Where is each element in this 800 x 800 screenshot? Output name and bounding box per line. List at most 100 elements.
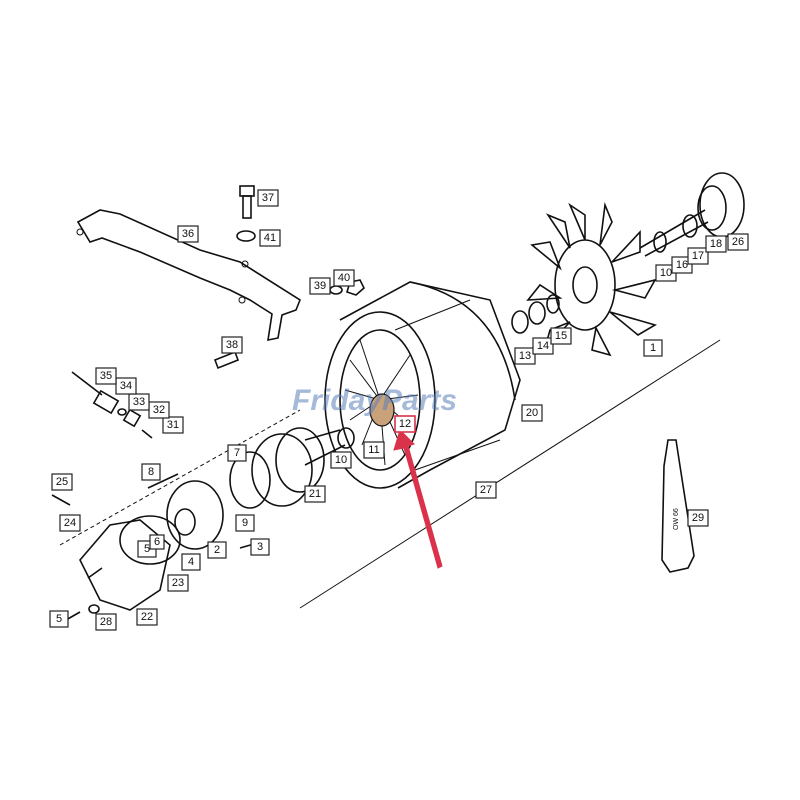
svg-text:18: 18	[710, 238, 722, 250]
callout-label: 21	[304, 485, 326, 503]
bolt-38	[213, 350, 240, 370]
sealant-tube: OW 66	[661, 439, 695, 573]
ring-15	[546, 294, 560, 314]
callout-label: 9	[235, 514, 255, 532]
hex-nut	[346, 279, 365, 296]
svg-text:10: 10	[335, 454, 347, 466]
washer	[236, 230, 256, 242]
svg-text:1: 1	[650, 342, 656, 354]
bolt-shank	[242, 195, 252, 219]
svg-text:15: 15	[555, 330, 567, 342]
o-ring	[119, 515, 181, 565]
o-ring-7	[229, 451, 271, 509]
svg-text:5: 5	[144, 543, 150, 555]
svg-text:41: 41	[264, 232, 276, 244]
mounting-bracket	[76, 209, 301, 342]
rotor-assembly	[251, 427, 355, 507]
highlight-arrow-icon	[393, 429, 443, 569]
callout-label: 38	[221, 336, 243, 354]
svg-text:6: 6	[154, 536, 160, 548]
svg-text:21: 21	[309, 488, 321, 500]
bracket-hole	[238, 296, 246, 304]
svg-text:34: 34	[120, 380, 132, 392]
svg-text:31: 31	[167, 419, 179, 431]
svg-text:7: 7	[234, 447, 240, 459]
callout-label: 10	[330, 451, 352, 469]
sensor-wire	[71, 371, 103, 396]
svg-text:25: 25	[56, 476, 68, 488]
callout-label: 12	[394, 415, 416, 433]
svg-text:40: 40	[338, 272, 350, 284]
svg-text:13: 13	[519, 350, 531, 362]
bearing-housing	[166, 480, 224, 550]
callout-label: 26	[727, 233, 749, 251]
callout-label: 4	[181, 553, 201, 571]
svg-text:20: 20	[526, 407, 538, 419]
callout-label: 27	[475, 481, 497, 499]
callout-label: 25	[51, 473, 73, 491]
callout-label: 35	[95, 367, 117, 385]
callout-label: 10	[655, 264, 677, 282]
svg-text:24: 24	[64, 517, 76, 529]
svg-text:16: 16	[676, 259, 688, 271]
svg-text:28: 28	[100, 616, 112, 628]
watermark-text: FridayParts	[292, 384, 457, 417]
bolt-head	[239, 185, 255, 197]
fan-wheel	[526, 201, 658, 357]
bearing-housing-bore	[174, 508, 196, 536]
callout-label: 23	[167, 574, 189, 592]
svg-text:3: 3	[257, 541, 263, 553]
ring-14	[528, 301, 546, 325]
callout-label: 41	[259, 229, 281, 247]
svg-text:11: 11	[368, 444, 379, 456]
callout-label: 18	[705, 235, 727, 253]
callout-label: 17	[687, 247, 709, 265]
svg-text:37: 37	[262, 192, 274, 204]
washer-28	[88, 604, 100, 614]
callout-label: 6	[149, 534, 165, 550]
callout-label: 13	[514, 347, 536, 365]
callout-label: 15	[550, 327, 572, 345]
bracket-hole	[76, 228, 84, 236]
bracket-hole	[241, 260, 249, 268]
callout-label: 32	[148, 401, 170, 419]
svg-text:5: 5	[56, 613, 62, 625]
screw-25	[51, 494, 71, 506]
svg-text:14: 14	[537, 340, 549, 352]
svg-text:2: 2	[214, 544, 220, 556]
callout-label: 3	[250, 538, 270, 556]
callout-label: 34	[115, 377, 137, 395]
callout-label: 11	[363, 441, 385, 459]
sensor-ring	[117, 408, 127, 416]
callout-label: 1	[643, 339, 663, 357]
svg-text:23: 23	[172, 577, 184, 589]
axis-line-lower	[299, 339, 721, 609]
callout-label: 24	[59, 514, 81, 532]
svg-text:39: 39	[314, 280, 326, 292]
svg-text:8: 8	[148, 466, 154, 478]
small-washer	[329, 285, 343, 295]
svg-text:33: 33	[133, 396, 145, 408]
svg-text:29: 29	[692, 512, 704, 524]
callout-label: 22	[136, 608, 158, 626]
callout-label: 29	[687, 509, 709, 527]
callout-label: 36	[177, 225, 199, 243]
callout-label: 40	[333, 269, 355, 287]
fan-housing	[324, 281, 521, 489]
callout-label: 37	[257, 189, 279, 207]
callout-label: 28	[95, 613, 117, 631]
callout-label: 5	[49, 610, 69, 628]
svg-text:36: 36	[182, 228, 194, 240]
svg-text:4: 4	[188, 556, 194, 568]
sensor-body	[92, 389, 120, 415]
callout-label: 39	[309, 277, 331, 295]
callout-label: 31	[162, 416, 184, 434]
svg-text:26: 26	[732, 236, 744, 248]
callout-label: 8	[141, 463, 161, 481]
svg-text:17: 17	[692, 250, 704, 262]
callout-label: 2	[207, 541, 227, 559]
sensor-pin	[141, 429, 153, 439]
callout-label: 16	[671, 256, 693, 274]
svg-text:27: 27	[480, 484, 492, 496]
svg-text:35: 35	[100, 370, 112, 382]
